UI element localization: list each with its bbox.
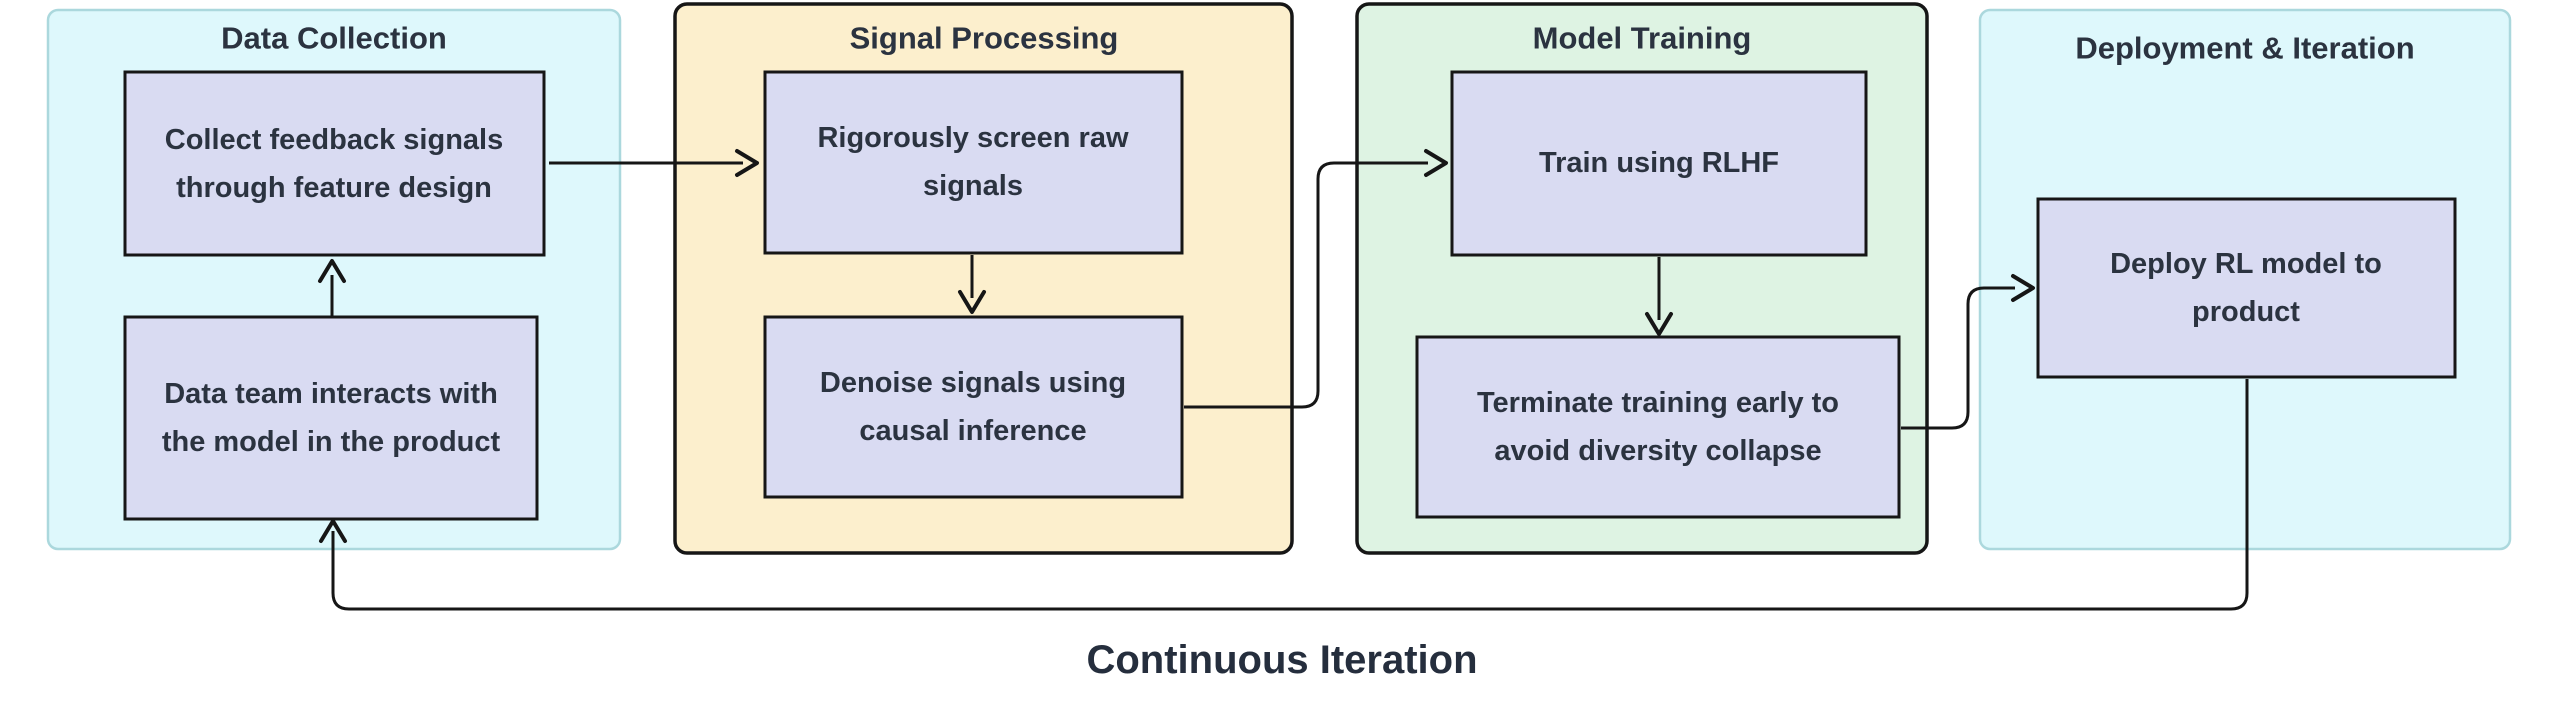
section-signal-processing: Signal Processing Rigorously screen raw … [673,2,1294,555]
section-model-training: Model Training Train using RLHF Terminat… [1355,2,1929,555]
arrow-down-icon [958,290,986,314]
edge-deploy-to-datateam-loop [331,379,2249,611]
deployment-iteration-title: Deployment & Iteration [2075,31,2414,66]
arrow-down-icon [1645,312,1673,336]
arrow-up-icon [319,519,347,543]
node-deploy-model-label-line2: product [2192,296,2300,328]
node-denoise-signals-label-line2: causal inference [859,415,1086,447]
arrow-up-icon [318,259,346,283]
section-deployment-iteration: Deployment & Iteration Deploy RL model t… [1978,8,2512,551]
node-screen-signals [763,70,1184,255]
node-data-team-label-line2: the model in the product [162,426,501,458]
node-terminate-early-label-line2: avoid diversity collapse [1494,435,1821,467]
arrow-right-icon [1424,149,1448,177]
node-data-team-label-line1: Data team interacts with [164,378,498,410]
node-denoise-signals [763,315,1184,499]
arrow-right-icon [2011,274,2035,302]
data-collection-title: Data Collection [221,21,447,56]
node-terminate-early [1415,335,1901,519]
node-denoise-signals-label-line1: Denoise signals using [820,367,1126,399]
node-deploy-model-label-line1: Deploy RL model to [2110,248,2382,280]
signal-processing-title: Signal Processing [850,21,1119,56]
node-terminate-early-label-line1: Terminate training early to [1477,387,1839,419]
node-train-rlhf-label: Train using RLHF [1539,147,1779,179]
continuous-iteration-label: Continuous Iteration [1086,638,1477,682]
model-training-title: Model Training [1533,21,1752,56]
arrow-right-icon [735,149,759,177]
node-collect-feedback [123,70,546,257]
node-train-rlhf [1450,70,1868,257]
edge-denoise-to-train [1184,161,1428,409]
node-screen-signals-label-line1: Rigorously screen raw [817,122,1128,154]
node-data-team [123,315,539,521]
node-screen-signals-label-line2: signals [923,170,1023,202]
edges [318,149,2249,611]
edge-terminate-to-deploy [1901,286,2015,430]
node-deploy-model [2036,197,2457,379]
node-collect-feedback-label-line1: Collect feedback signals [165,124,503,156]
section-data-collection: Data Collection Collect feedback signals… [46,8,622,551]
node-collect-feedback-label-line2: through feature design [176,172,492,204]
